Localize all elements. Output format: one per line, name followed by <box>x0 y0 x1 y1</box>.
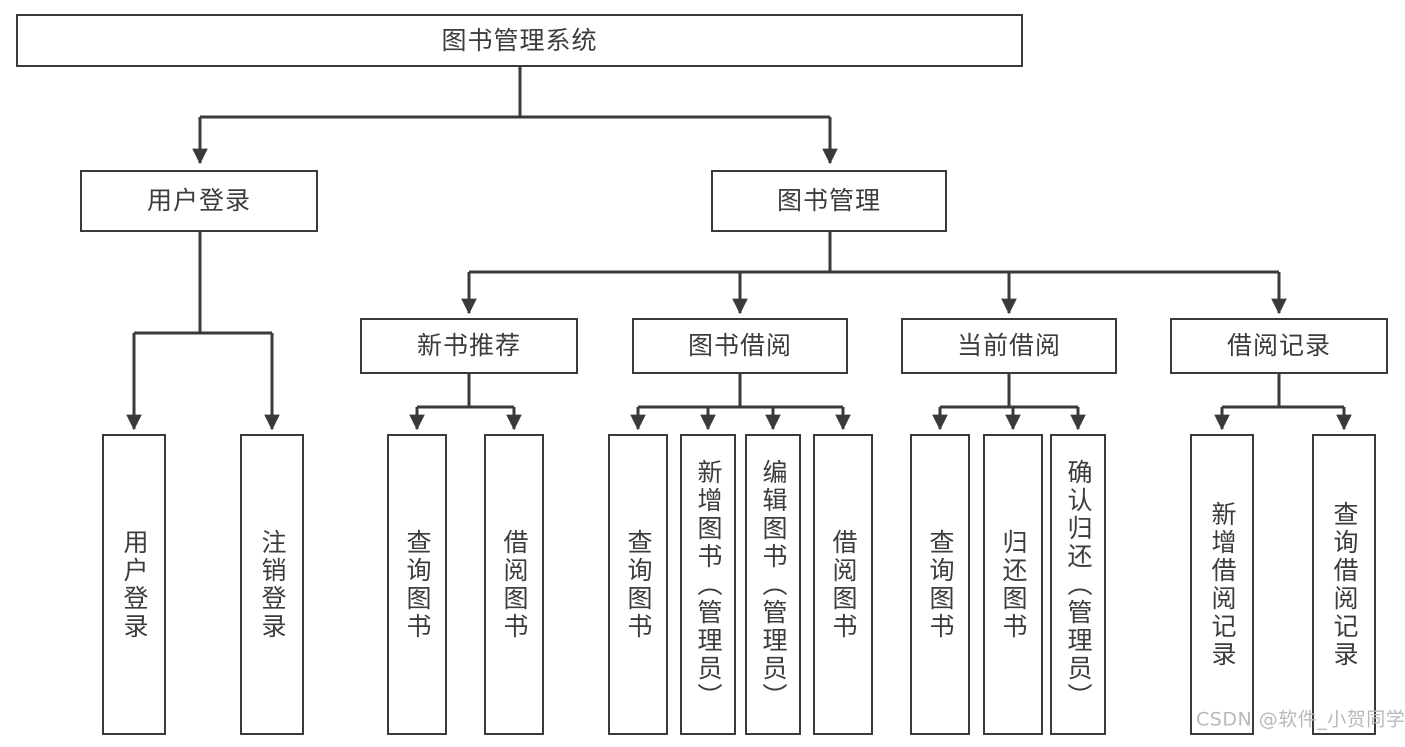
node-book-borrow[interactable]: 图书借阅 <box>632 318 848 374</box>
node-current-borrow[interactable]: 当前借阅 <box>901 318 1117 374</box>
node-borrow-record[interactable]: 借阅记录 <box>1170 318 1388 374</box>
node-leaf-borrow-book-2-label: 借阅图书 <box>829 528 858 641</box>
node-leaf-borrow-book-1-label: 借阅图书 <box>500 528 529 641</box>
node-user-login-label: 用户登录 <box>146 186 251 215</box>
node-book-manage[interactable]: 图书管理 <box>711 170 947 232</box>
csdn-watermark: CSDN @软件_小贺同学 <box>1196 708 1405 731</box>
node-leaf-add-borrow-record[interactable]: 新增借阅记录 <box>1190 434 1254 735</box>
node-leaf-user-logout[interactable]: 注销登录 <box>240 434 304 735</box>
node-leaf-query-book-3-label: 查询图书 <box>926 528 955 641</box>
node-root[interactable]: 图书管理系统 <box>16 14 1023 67</box>
node-book-borrow-label: 图书借阅 <box>687 331 792 360</box>
node-leaf-query-borrow-record-label: 查询借阅记录 <box>1330 500 1359 669</box>
node-leaf-user-login[interactable]: 用户登录 <box>102 434 166 735</box>
node-root-label: 图书管理系统 <box>441 25 598 55</box>
node-borrow-record-label: 借阅记录 <box>1226 331 1331 360</box>
node-leaf-user-logout-label: 注销登录 <box>258 528 287 641</box>
node-leaf-query-book-1-label: 查询图书 <box>403 528 432 641</box>
node-user-login[interactable]: 用户登录 <box>80 170 318 232</box>
node-leaf-add-borrow-record-label: 新增借阅记录 <box>1208 500 1237 669</box>
node-new-book-recommend-label: 新书推荐 <box>416 331 521 360</box>
node-leaf-confirm-return-label: 确认归还（管理员） <box>1064 458 1093 711</box>
node-leaf-borrow-book-1[interactable]: 借阅图书 <box>484 434 544 735</box>
node-leaf-query-book-1[interactable]: 查询图书 <box>387 434 447 735</box>
node-leaf-query-borrow-record[interactable]: 查询借阅记录 <box>1312 434 1376 735</box>
node-leaf-user-login-label: 用户登录 <box>120 528 149 641</box>
node-leaf-edit-book-label: 编辑图书（管理员） <box>759 458 788 711</box>
node-leaf-query-book-2-label: 查询图书 <box>624 528 653 641</box>
node-leaf-confirm-return[interactable]: 确认归还（管理员） <box>1050 434 1106 735</box>
node-leaf-return-book[interactable]: 归还图书 <box>983 434 1043 735</box>
node-leaf-borrow-book-2[interactable]: 借阅图书 <box>813 434 873 735</box>
node-leaf-edit-book[interactable]: 编辑图书（管理员） <box>745 434 801 735</box>
node-leaf-add-book[interactable]: 新增图书（管理员） <box>680 434 736 735</box>
node-book-manage-label: 图书管理 <box>776 186 881 215</box>
node-leaf-add-book-label: 新增图书（管理员） <box>694 458 723 711</box>
node-leaf-query-book-2[interactable]: 查询图书 <box>608 434 668 735</box>
node-new-book-recommend[interactable]: 新书推荐 <box>360 318 578 374</box>
node-leaf-return-book-label: 归还图书 <box>999 528 1028 641</box>
node-leaf-query-book-3[interactable]: 查询图书 <box>910 434 970 735</box>
node-current-borrow-label: 当前借阅 <box>956 331 1061 360</box>
